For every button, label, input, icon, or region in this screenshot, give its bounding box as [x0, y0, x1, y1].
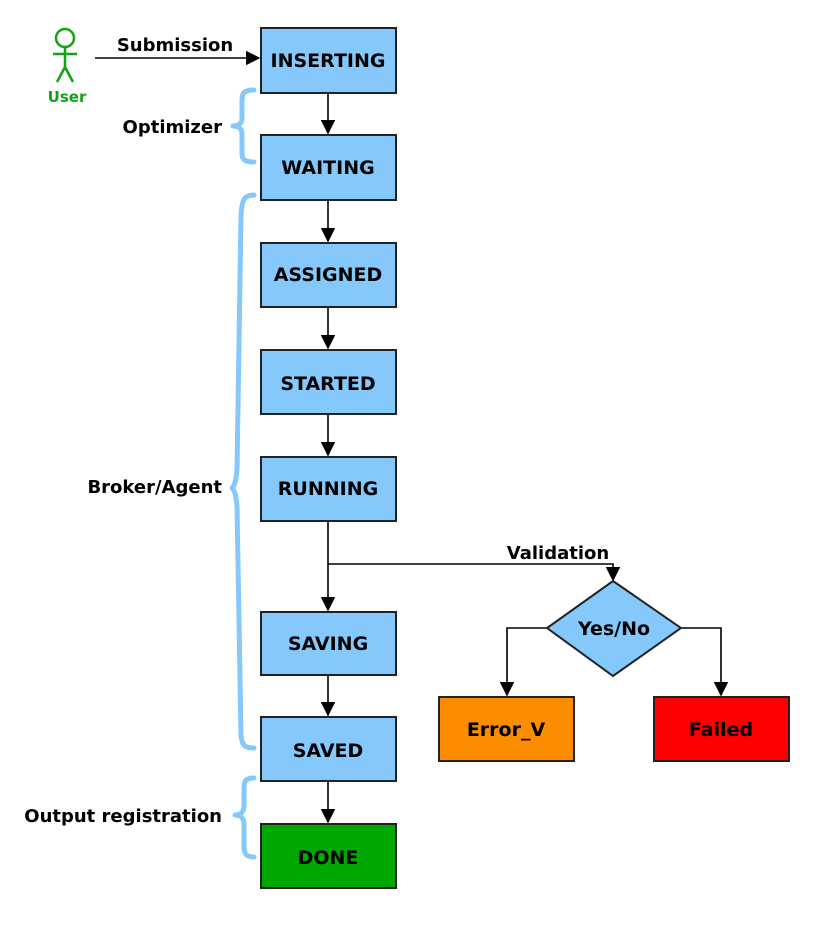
state-label: SAVING — [288, 633, 368, 655]
edge-label-submission: Submission — [117, 35, 233, 56]
user-label: User — [48, 88, 87, 106]
state-label: DONE — [298, 847, 359, 869]
user-actor: User — [48, 27, 87, 106]
edges: Submission Validation — [95, 35, 729, 824]
decision-label: Yes/No — [577, 618, 650, 640]
phase-label: Output registration — [24, 806, 222, 827]
state-label: WAITING — [281, 157, 374, 179]
brace-icon — [229, 192, 257, 751]
state-saving[interactable]: SAVING — [260, 611, 397, 676]
phase-label: Optimizer — [123, 117, 223, 138]
edge-decision-to-error-v — [499, 627, 547, 697]
state-label: RUNNING — [278, 478, 378, 500]
outcome-label: Error_V — [467, 719, 546, 741]
brace-icon — [230, 87, 257, 165]
state-label: ASSIGNED — [274, 264, 383, 286]
state-started[interactable]: STARTED — [260, 349, 397, 415]
user-stick-figure-icon — [53, 27, 77, 83]
phase-label: Broker/Agent — [87, 477, 222, 498]
outcome-failed[interactable]: Failed — [653, 696, 790, 762]
phase-output-registration: Output registration — [24, 775, 257, 860]
state-label: SAVED — [293, 740, 364, 762]
state-running[interactable]: RUNNING — [260, 456, 397, 522]
state-label: INSERTING — [271, 50, 386, 72]
brace-icon — [232, 775, 257, 860]
phase-broker-agent: Broker/Agent — [87, 192, 257, 751]
state-inserting[interactable]: INSERTING — [260, 27, 397, 94]
outcome-error-v[interactable]: Error_V — [438, 696, 575, 762]
outcome-label: Failed — [689, 719, 753, 741]
edge-running-to-decision — [328, 563, 621, 582]
state-boxes: INSERTING WAITING ASSIGNED STARTED RUNNI… — [260, 27, 397, 889]
state-waiting[interactable]: WAITING — [260, 134, 397, 201]
state-label: STARTED — [280, 373, 375, 395]
decision-yes-no[interactable]: Yes/No — [545, 579, 683, 678]
state-done[interactable]: DONE — [260, 823, 397, 889]
state-saved[interactable]: SAVED — [260, 716, 397, 782]
edge-decision-to-failed — [681, 627, 729, 697]
edge-label-validation: Validation — [507, 543, 609, 564]
state-assigned[interactable]: ASSIGNED — [260, 242, 397, 308]
phase-optimizer: Optimizer — [123, 87, 257, 165]
